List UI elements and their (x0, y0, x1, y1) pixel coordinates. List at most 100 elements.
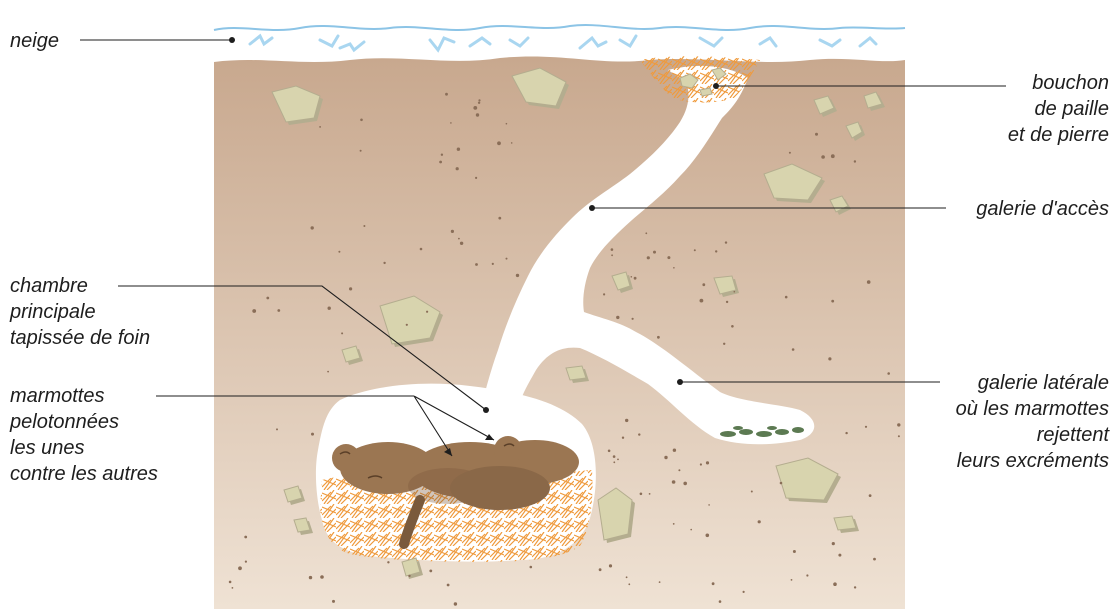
soil-dot (611, 248, 614, 251)
soil-dot (854, 586, 856, 588)
soil-dot (238, 566, 242, 570)
snow-surface-line (214, 25, 905, 30)
soil-dot (649, 493, 651, 495)
soil-dot (451, 230, 454, 233)
soil-dot (445, 93, 448, 96)
soil-dot (673, 449, 676, 452)
soil-dot (673, 523, 675, 525)
soil-dot (694, 249, 696, 251)
soil-dot (429, 570, 432, 573)
soil-dot (426, 311, 428, 313)
soil-dot (327, 371, 329, 373)
soil-dot (645, 232, 647, 234)
soil-dot (457, 148, 460, 151)
soil-dot (726, 301, 728, 303)
soil-dot (897, 423, 900, 426)
soil-dot (683, 482, 687, 486)
soil-dot (266, 297, 269, 300)
label-line: marmottes (10, 383, 158, 409)
soil-dot (229, 581, 232, 584)
soil-dot (821, 155, 825, 159)
soil-dot (360, 119, 363, 122)
soil-dot (277, 309, 280, 312)
soil-dot (328, 307, 331, 310)
soil-dot (341, 332, 343, 334)
soil-dot (712, 582, 715, 585)
label-galerie-acces: galerie d'accès (976, 196, 1109, 222)
soil-dot (617, 459, 619, 461)
soil-dot (447, 584, 450, 587)
label-line: contre les autres (10, 461, 158, 487)
label-neige: neige (10, 28, 59, 54)
label-line: tapissée de foin (10, 325, 150, 351)
soil-dot (845, 432, 847, 434)
snow-layer (214, 25, 905, 50)
soil-dot (833, 582, 837, 586)
soil-dot (854, 160, 856, 162)
soil-dot (887, 372, 890, 375)
soil-dot (478, 102, 480, 104)
soil-dot (659, 581, 661, 583)
soil-dot (631, 276, 633, 278)
soil-dot (780, 482, 783, 485)
soil-dot (420, 248, 423, 251)
soil-dot (613, 455, 616, 458)
soil-dot (319, 126, 321, 128)
label-chambre: chambre principale tapissée de foin (10, 273, 150, 351)
soil-dot (473, 106, 477, 110)
soil-dot (667, 256, 670, 259)
soil-dot (406, 324, 408, 326)
soil-dot (831, 154, 835, 158)
soil-dot (731, 325, 734, 328)
soil-dot (785, 296, 788, 299)
soil-dot (458, 238, 460, 240)
soil-dot (506, 258, 508, 260)
soil-dot (653, 251, 656, 254)
soil-dot (408, 575, 410, 577)
label-line: les unes (10, 435, 158, 461)
label-galerie-laterale: galerie latérale où les marmottes rejett… (956, 370, 1109, 474)
label-line: principale (10, 299, 150, 325)
soil-dot (338, 251, 340, 253)
label-line: bouchon (1008, 70, 1109, 96)
soil-dot (611, 254, 613, 256)
soil-dot (690, 529, 692, 531)
soil-dot (673, 267, 675, 269)
soil-dot (725, 241, 727, 243)
soil-dot (252, 309, 256, 313)
soil-dot (838, 554, 841, 557)
soil-dot (244, 536, 247, 539)
soil-dot (360, 150, 362, 152)
soil-dot (245, 561, 247, 563)
soil-dot (702, 283, 705, 286)
soil-dot (832, 542, 835, 545)
label-line: galerie latérale (956, 370, 1109, 396)
soil-dot (743, 591, 745, 593)
soil-dot (311, 433, 314, 436)
label-line: pelotonnées (10, 409, 158, 435)
soil-dot (634, 277, 637, 280)
soil-dot (625, 419, 628, 422)
soil-dot (672, 480, 676, 484)
soil-dot (791, 579, 793, 581)
label-bouchon: bouchon de paille et de pierre (1008, 70, 1109, 148)
soil-dot (506, 123, 508, 125)
soil-dot (439, 161, 442, 164)
soil-dot (363, 225, 365, 227)
soil-dot (867, 280, 871, 284)
label-line: galerie d'accès (976, 196, 1109, 222)
soil-dot (309, 576, 312, 579)
soil-dot (476, 113, 479, 116)
label-line: leurs excréments (956, 448, 1109, 474)
soil-dot (828, 357, 831, 360)
soil-dot (320, 575, 324, 579)
soil-dot (311, 226, 314, 229)
soil-dot (719, 600, 722, 603)
soil-dot (815, 133, 818, 136)
soil-dot (475, 177, 477, 179)
soil-dot (349, 287, 352, 290)
soil-dot (751, 491, 753, 493)
label-line: neige (10, 28, 59, 54)
